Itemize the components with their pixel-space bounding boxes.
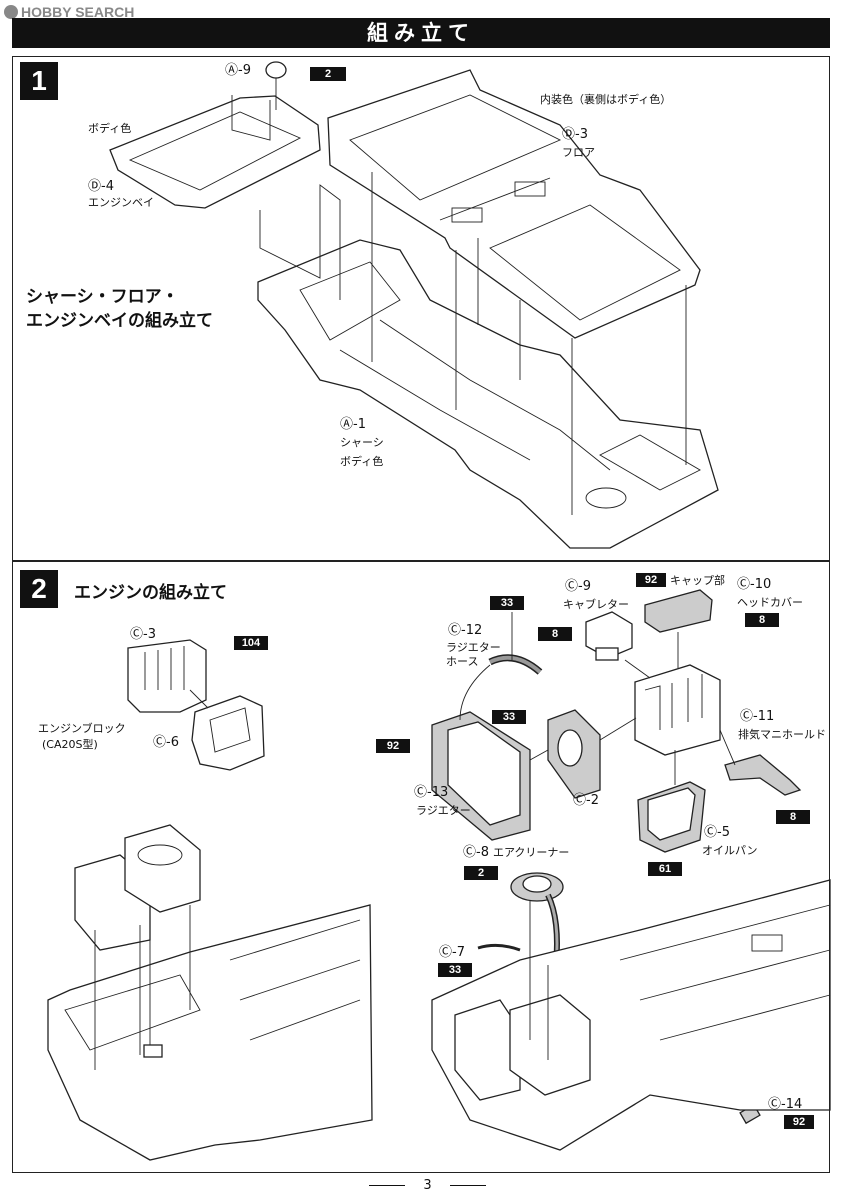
timing-cover-part <box>547 709 601 799</box>
watermark: HOBBY SEARCH <box>4 4 134 20</box>
paint-tag-c5: 61 <box>648 862 682 876</box>
head-cover-part <box>644 589 713 633</box>
step-2-number: 2 <box>20 570 58 608</box>
paint-tag-c8: 2 <box>464 866 498 880</box>
part-c10-name: ヘッドカバー <box>737 596 803 609</box>
part-c7-ref: Ⓒ-7 <box>439 945 465 960</box>
carburetor-part <box>585 611 633 661</box>
engine-type-label: (CA20S型) <box>42 738 98 751</box>
page-title: 組み立て <box>12 18 830 48</box>
part-d3-name: フロア <box>562 146 595 159</box>
paint-tag-c11: 8 <box>776 810 810 824</box>
part-c12-name-1: ラジエター <box>446 641 501 654</box>
engine-block-label: エンジンブロック <box>38 722 126 735</box>
part-c12-ref: Ⓒ-12 <box>448 623 483 638</box>
part-d4-name: エンジンベイ <box>88 196 154 209</box>
engine-bay-part <box>109 61 321 209</box>
part-c14-ref: Ⓒ-14 <box>768 1097 803 1112</box>
floor-part <box>327 69 701 339</box>
part-a9-ref: Ⓐ-9 <box>225 63 251 78</box>
part-c11-name: 排気マニホールド <box>738 728 826 741</box>
step-2-panel <box>12 561 830 1173</box>
paint-tag-cap: 92 <box>636 573 666 587</box>
page-number: 3 <box>0 1178 855 1193</box>
paint-tag-a9: 2 <box>310 67 346 81</box>
body-color-label-1: ボディ色 <box>88 122 132 135</box>
paint-tag-c13: 92 <box>376 739 410 753</box>
part-d3-ref: Ⓓ-3 <box>562 127 588 142</box>
part-c12-name-2: ホース <box>446 655 479 668</box>
engine-block-main <box>634 664 721 756</box>
part-c9-name: キャブレター <box>563 598 629 611</box>
part-a1-ref: Ⓐ-1 <box>340 417 366 432</box>
chassis-right-assembly <box>431 879 831 1151</box>
radiator-hose-part <box>488 654 543 675</box>
paint-tag-c7: 33 <box>438 963 472 977</box>
step-1-title: シャーシ・フロア・ エンジンベイの組み立て <box>26 287 213 331</box>
part-c5-name: オイルパン <box>702 844 758 857</box>
part-c2-ref: Ⓒ-2 <box>573 793 599 808</box>
part-a1-name: シャーシ <box>340 436 384 449</box>
guide-lines-step2 <box>459 612 736 785</box>
part-c13-name: ラジエター <box>416 804 471 817</box>
engine-block-parts <box>127 639 265 771</box>
part-c5-ref: Ⓒ-5 <box>704 825 730 840</box>
radiator-part <box>431 711 531 841</box>
step-2-title: エンジンの組み立て <box>74 583 227 603</box>
part-c11-ref: Ⓒ-11 <box>740 709 775 724</box>
paint-tag-c3: 104 <box>234 636 268 650</box>
chassis-left-assembly <box>47 824 373 1161</box>
part-c10-ref: Ⓒ-10 <box>737 577 772 592</box>
guide-lines-step1 <box>259 172 687 515</box>
paint-tag-c12: 33 <box>490 596 524 610</box>
part-c13-ref: Ⓒ-13 <box>414 785 449 800</box>
cap-label: キャップ部 <box>670 574 725 587</box>
step-1-number: 1 <box>20 62 58 100</box>
body-color-label-2: ボディ色 <box>340 455 384 468</box>
small-hose-part <box>477 943 521 952</box>
paint-tag-c14: 92 <box>784 1115 814 1129</box>
hobbysearch-logo-icon <box>4 5 18 19</box>
paint-tag-c10: 8 <box>745 613 779 627</box>
paint-tag-c9: 8 <box>538 627 572 641</box>
part-d4-ref: Ⓓ-4 <box>88 179 114 194</box>
step-1-panel <box>12 56 830 561</box>
part-c9-ref: Ⓒ-9 <box>565 579 591 594</box>
paint-tag-c2: 33 <box>492 710 526 724</box>
oil-pan-part <box>637 781 706 853</box>
exhaust-manifold-part <box>724 754 802 796</box>
chassis-part <box>257 239 719 549</box>
interior-color-note: 内装色（裏側はボディ色） <box>540 93 672 106</box>
part-c6-ref: Ⓒ-6 <box>153 735 179 750</box>
part-c3-ref: Ⓒ-3 <box>130 627 156 642</box>
